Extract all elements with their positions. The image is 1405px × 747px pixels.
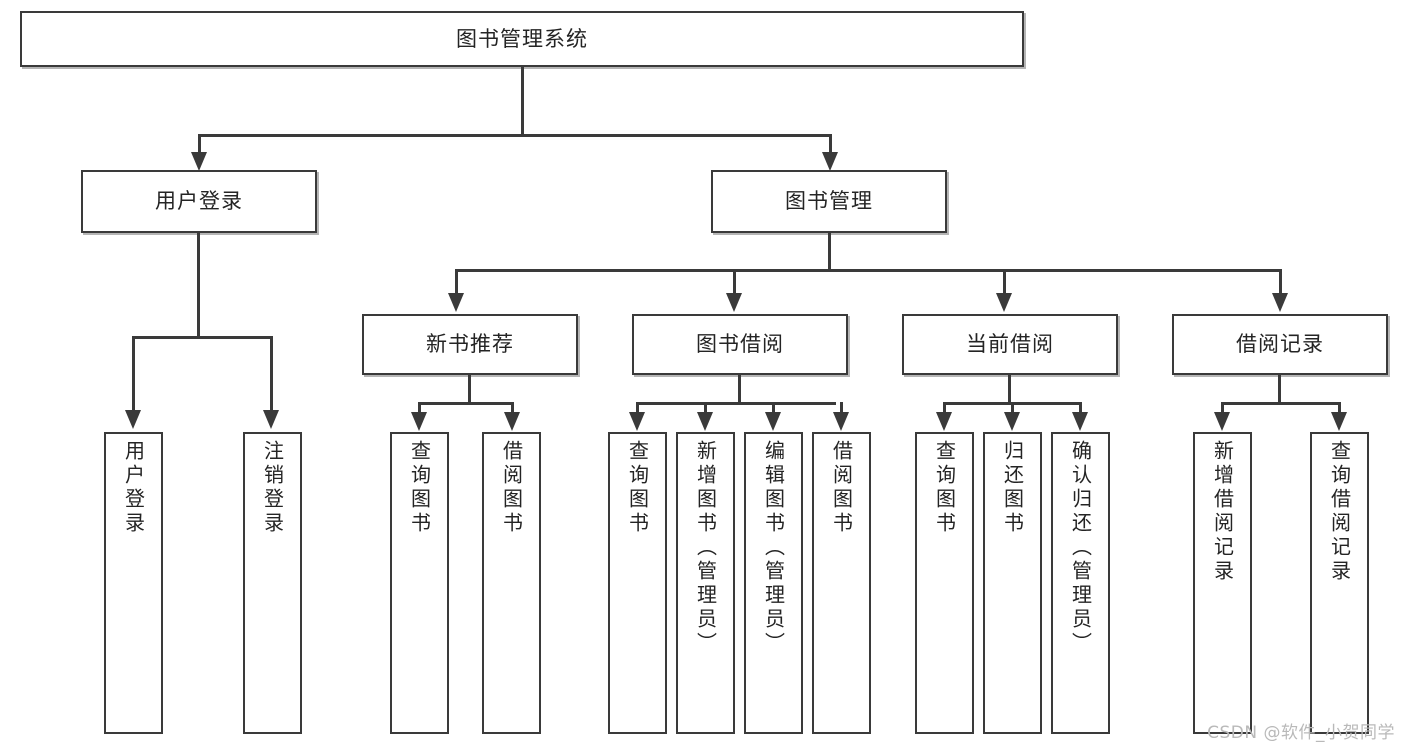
leaf-confirm-return[interactable]: 确认归还（管理员） — [1051, 432, 1110, 734]
leaf-borrow-book-1[interactable]: 借阅图书 — [482, 432, 541, 734]
node-root-system[interactable]: 图书管理系统 — [20, 11, 1024, 67]
arrowhead-leaf-query-record — [1331, 412, 1347, 431]
leaf-user-login[interactable]: 用户登录 — [104, 432, 163, 734]
arrowhead-leaf-logout-login — [263, 410, 279, 429]
connector-to-new-book-recommend — [455, 269, 458, 296]
connector-book-manage-stem — [828, 233, 831, 271]
connector-root-bus — [198, 134, 832, 137]
arrowhead-leaf-return-book — [1004, 412, 1020, 431]
node-label: 用户登录 — [121, 440, 146, 536]
node-label: 确认归还（管理员） — [1068, 440, 1093, 656]
arrowhead-user-login — [191, 152, 207, 171]
node-label: 当前借阅 — [966, 332, 1054, 357]
connector-to-leaf-user-login — [132, 336, 135, 415]
connector-to-leaf-confirm-return — [1079, 402, 1082, 416]
arrowhead-book-manage — [822, 152, 838, 171]
connector-new-book-stem — [468, 375, 471, 404]
node-label: 查询借阅记录 — [1327, 440, 1352, 584]
node-label: 查询图书 — [407, 440, 432, 536]
connector-level3-bus — [455, 269, 1282, 272]
node-label: 归还图书 — [1000, 440, 1025, 536]
leaf-add-book[interactable]: 新增图书（管理员） — [676, 432, 735, 734]
node-label: 图书管理 — [785, 189, 873, 214]
leaf-borrow-book-2[interactable]: 借阅图书 — [812, 432, 871, 734]
connector-to-leaf-add-book — [704, 402, 707, 416]
arrowhead-leaf-query-book-3 — [936, 412, 952, 431]
node-current-borrow[interactable]: 当前借阅 — [902, 314, 1118, 375]
connector-to-book-borrow — [733, 269, 736, 296]
node-book-manage[interactable]: 图书管理 — [711, 170, 947, 233]
connector-user-login-bus — [132, 336, 271, 339]
leaf-query-book-2[interactable]: 查询图书 — [608, 432, 667, 734]
connector-to-user-login — [198, 134, 201, 158]
connector-book-borrow-bus — [636, 402, 836, 405]
node-label: 图书管理系统 — [456, 26, 588, 51]
connector-to-leaf-logout-login — [270, 336, 273, 415]
node-user-login[interactable]: 用户登录 — [81, 170, 317, 233]
node-borrow-record[interactable]: 借阅记录 — [1172, 314, 1388, 375]
connector-book-borrow-stem — [738, 375, 741, 404]
connector-user-login-stem — [197, 233, 200, 338]
connector-new-book-bus — [418, 402, 514, 405]
node-label: 借阅记录 — [1236, 332, 1324, 357]
node-label: 图书借阅 — [696, 332, 784, 357]
leaf-edit-book[interactable]: 编辑图书（管理员） — [744, 432, 803, 734]
arrowhead-leaf-query-book-1 — [411, 412, 427, 431]
leaf-query-record[interactable]: 查询借阅记录 — [1310, 432, 1369, 734]
connector-to-leaf-return-book — [1011, 402, 1014, 416]
leaf-return-book[interactable]: 归还图书 — [983, 432, 1042, 734]
node-label: 借阅图书 — [499, 440, 524, 536]
node-label: 查询图书 — [932, 440, 957, 536]
node-label: 注销登录 — [260, 440, 285, 536]
leaf-query-book-1[interactable]: 查询图书 — [390, 432, 449, 734]
arrowhead-current-borrow — [996, 293, 1012, 312]
connector-current-borrow-stem — [1008, 375, 1011, 404]
connector-to-leaf-borrow-book-1 — [511, 402, 514, 416]
connector-to-leaf-borrow-book-2 — [840, 402, 843, 416]
node-label: 新增图书（管理员） — [693, 440, 718, 656]
connector-to-leaf-query-book-2 — [636, 402, 639, 416]
arrowhead-leaf-confirm-return — [1072, 412, 1088, 431]
arrowhead-new-book-recommend — [448, 293, 464, 312]
arrowhead-borrow-record — [1272, 293, 1288, 312]
arrowhead-leaf-borrow-book-2 — [833, 412, 849, 431]
leaf-logout-login[interactable]: 注销登录 — [243, 432, 302, 734]
arrowhead-leaf-user-login — [125, 410, 141, 429]
connector-to-current-borrow — [1003, 269, 1006, 296]
arrowhead-leaf-query-book-2 — [629, 412, 645, 431]
node-label: 编辑图书（管理员） — [761, 440, 786, 656]
node-label: 新书推荐 — [426, 332, 514, 357]
connector-root-stem — [521, 67, 524, 136]
node-label: 借阅图书 — [829, 440, 854, 536]
connector-to-leaf-query-record — [1338, 402, 1341, 416]
connector-to-leaf-edit-book — [772, 402, 775, 416]
node-label: 新增借阅记录 — [1210, 440, 1235, 584]
node-label: 查询图书 — [625, 440, 650, 536]
leaf-query-book-3[interactable]: 查询图书 — [915, 432, 974, 734]
arrowhead-book-borrow — [726, 293, 742, 312]
connector-borrow-record-stem — [1278, 375, 1281, 404]
node-new-book-recommend[interactable]: 新书推荐 — [362, 314, 578, 375]
leaf-add-record[interactable]: 新增借阅记录 — [1193, 432, 1252, 734]
arrowhead-leaf-borrow-book-1 — [504, 412, 520, 431]
node-label: 用户登录 — [155, 189, 243, 214]
arrowhead-leaf-add-record — [1214, 412, 1230, 431]
arrowhead-leaf-add-book — [697, 412, 713, 431]
watermark-text: CSDN @软件_小贺同学 — [1207, 723, 1395, 743]
arrowhead-leaf-edit-book — [765, 412, 781, 431]
connector-borrow-record-bus — [1221, 402, 1338, 405]
node-book-borrow[interactable]: 图书借阅 — [632, 314, 848, 375]
connector-to-leaf-query-book-3 — [943, 402, 946, 416]
connector-to-book-manage — [829, 134, 832, 158]
connector-to-leaf-add-record — [1221, 402, 1224, 416]
connector-to-leaf-query-book-1 — [418, 402, 421, 416]
connector-to-borrow-record — [1279, 269, 1282, 296]
